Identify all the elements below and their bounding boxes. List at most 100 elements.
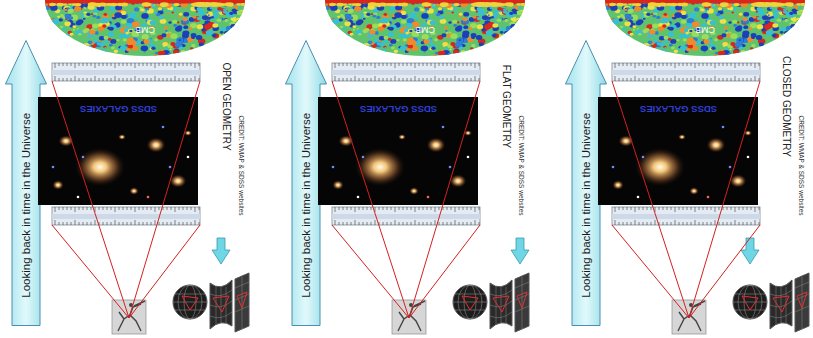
ruler-tick [59,207,60,210]
ruler-tick [719,78,720,81]
ruler-tick [403,222,404,225]
ruler-tick [71,207,72,210]
star [77,196,80,199]
ruler-tick [459,207,460,210]
ruler-tick [455,76,456,81]
cmb-spot [77,28,79,30]
cmb-spot [788,51,790,53]
ruler-tick [339,222,340,225]
ruler-tick [671,63,672,66]
ruler-tick [175,207,176,212]
cmb-spot [229,12,233,15]
cmb-spot [504,30,512,36]
ruler-tick [395,63,396,68]
cmb-spot [49,52,52,55]
ruler-tick [439,207,440,210]
galactic-band [352,3,357,5]
cmb-spot [391,46,395,49]
cmb-spot [338,36,344,41]
ruler-tick [631,63,632,66]
ruler-tick [735,63,736,68]
cmb-spot [381,18,388,24]
cmb-spot [181,50,186,54]
cmb-spot [357,19,363,24]
ruler-tick [455,220,456,225]
ruler-strip [52,214,200,219]
cmb-spot [91,13,93,15]
ruler-tick [363,222,364,225]
ruler-tick [139,222,140,225]
ruler-tick [635,220,636,225]
ruler-tick [683,222,684,225]
cmb-spot [345,9,348,11]
galaxy [129,187,139,195]
ruler-tick [747,78,748,81]
ruler-tick [667,63,668,66]
galaxy [338,135,354,147]
cmb-spot [621,44,629,50]
cmb-spot [471,44,475,47]
ruler-tick [699,63,700,66]
cmb-spot [129,30,132,32]
cmb-spot [439,15,444,19]
ruler-tick [67,222,68,225]
cmb-spot [393,54,398,58]
star [357,196,360,199]
ruler-tick [627,222,628,225]
cmb-spot [63,37,68,41]
cmb-spot [95,52,98,55]
cmb-spot [49,38,55,43]
cmb-spot [235,52,242,57]
cmb-spot [195,50,198,52]
cmb-spot [333,29,339,34]
cmb-spot [609,38,615,43]
galactic-band [57,3,63,6]
ruler-tick [163,63,164,66]
cmb-spot [358,33,361,35]
cmb-spot [228,37,233,41]
cmb-spot [519,25,522,27]
ruler-tick [675,220,676,225]
cmb-spot [478,53,482,56]
ruler-tick [759,78,760,81]
cmb-spot [491,43,495,46]
ruler-tick [727,222,728,225]
cmb-spot [163,55,166,57]
ruler-tick [55,220,56,225]
cmb-spot [159,15,164,19]
cmb-spot [518,31,521,33]
ruler-tick [199,222,200,225]
cmb-spot [499,53,503,56]
ruler-tick [351,222,352,225]
cmb-spot [513,25,518,29]
ruler-tick [671,222,672,225]
cmb-spot [448,10,451,12]
cmb-spot [391,54,396,58]
ruler-tick [419,78,420,81]
ruler-tick [123,207,124,210]
cmb-spot [110,18,113,20]
cmb-spot [357,28,359,30]
ruler-tick [407,222,408,225]
cmb-spot [662,51,669,56]
ruler-tick [467,222,468,225]
ruler-body [332,207,480,225]
cmb-spot [712,6,715,8]
ruler-body [612,207,760,225]
ruler-tick [147,63,148,66]
cmb-spot [403,38,407,41]
ruler-tick [335,63,336,68]
galactic-band [225,2,234,7]
ruler-tick [455,207,456,212]
star [147,196,150,199]
ruler-tick [191,78,192,81]
ruler-tick [623,222,624,225]
ruler-tick [359,78,360,81]
galactic-band [377,3,382,5]
cmb-spot [613,52,619,57]
cmb-spot [151,47,155,50]
cmb-spot [51,46,57,51]
cmb-spot [467,50,474,55]
ruler-tick [411,78,412,81]
ruler-tick [87,78,88,81]
